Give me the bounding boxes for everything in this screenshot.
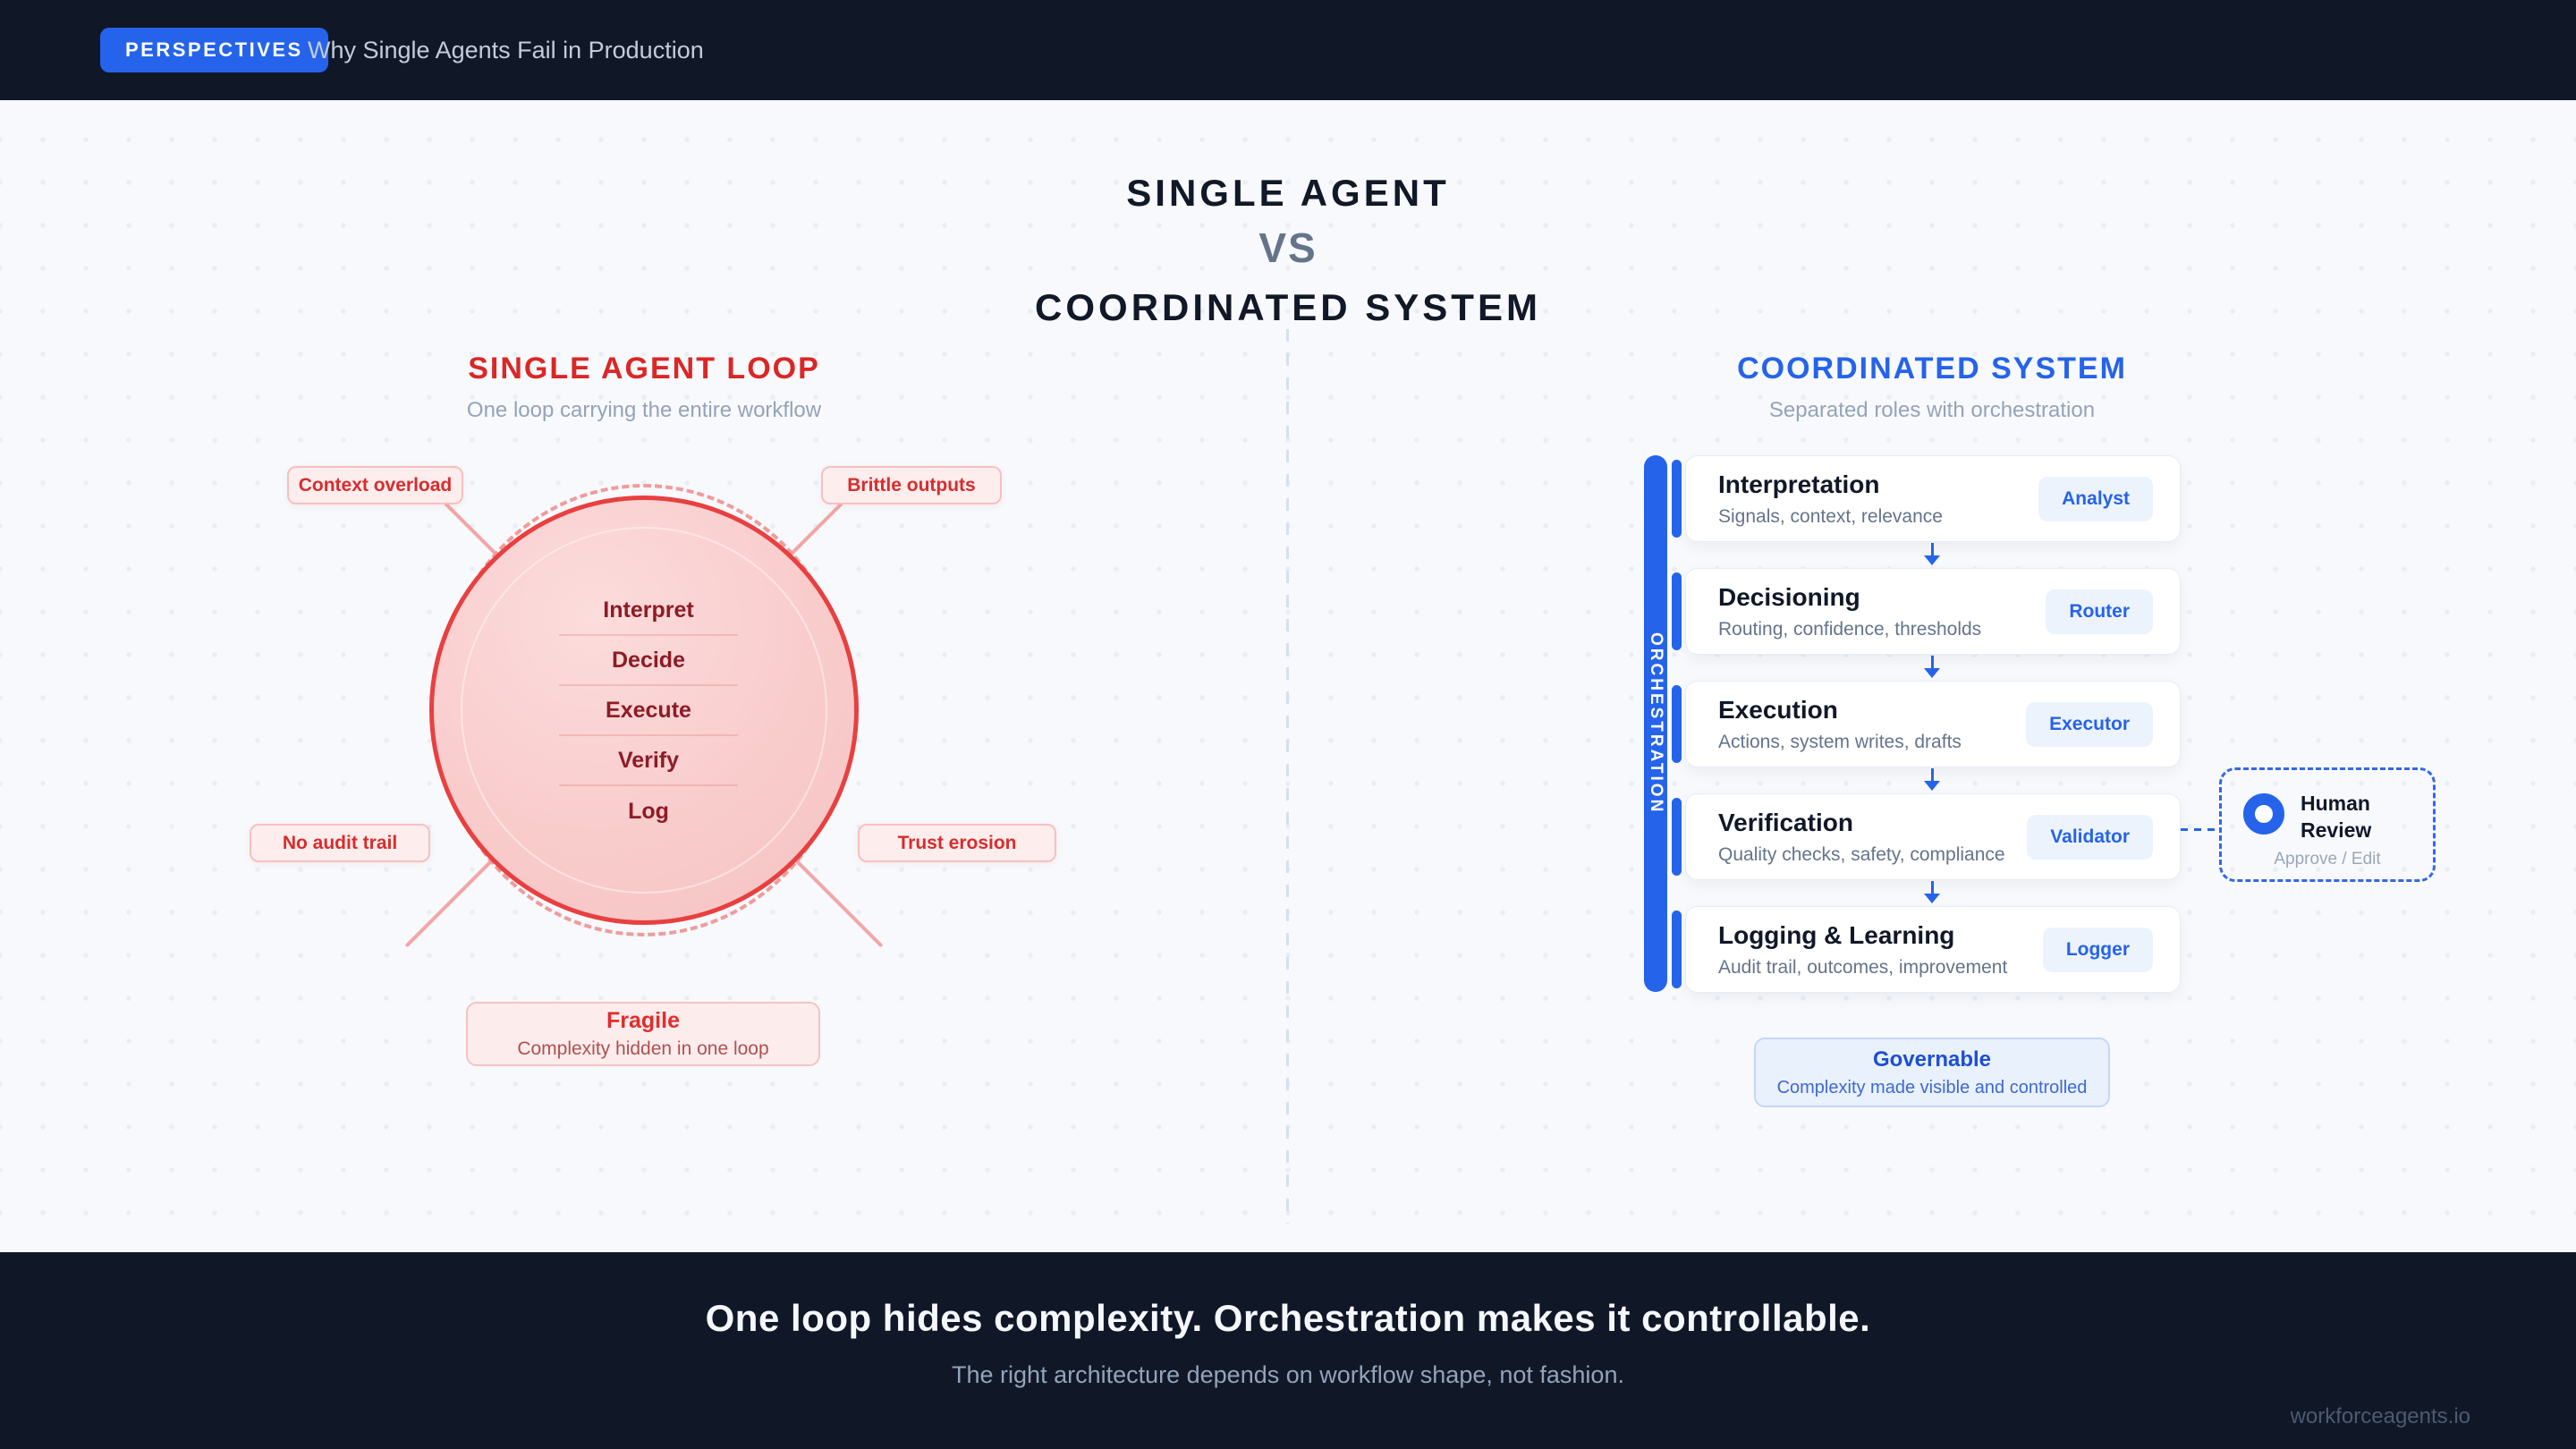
card-accent-bar: [1672, 911, 1682, 988]
human-review-title: Human Review: [2301, 792, 2372, 842]
card-title: Execution: [1718, 695, 1838, 724]
human-review-dashed-connector: [2181, 828, 2220, 831]
left-heading: SINGLE AGENT LOOP: [468, 352, 820, 386]
fragile-title: Fragile: [606, 1008, 680, 1033]
card-subtitle: Actions, system writes, drafts: [1718, 731, 1962, 752]
footer-headline: One loop hides complexity. Orchestration…: [705, 1297, 1871, 1339]
right-heading: COORDINATED SYSTEM: [1737, 352, 2127, 386]
card-title: Logging & Learning: [1718, 920, 1955, 949]
card-accent-bar: [1672, 798, 1682, 876]
pipeline-card-logging: Logging & Learning Audit trail, outcomes…: [1672, 906, 2181, 993]
card-text: Decisioning Routing, confidence, thresho…: [1718, 583, 2046, 640]
card-title: Decisioning: [1718, 582, 1860, 611]
left-column-header: SINGLE AGENT LOOP One loop carrying the …: [331, 352, 957, 423]
footer-bar: One loop hides complexity. Orchestration…: [0, 1252, 2576, 1449]
card-text: Execution Actions, system writes, drafts: [1718, 696, 2026, 753]
hero-vs: VS: [1258, 225, 1318, 271]
single-agent-loop-circle: Interpret Decide Execute Verify Log: [429, 496, 859, 925]
pipeline-card-execution: Execution Actions, system writes, drafts…: [1672, 681, 2181, 767]
card-subtitle: Audit trail, outcomes, improvement: [1718, 956, 2008, 978]
loop-step-interpret: Interpret: [559, 586, 738, 636]
card-text: Verification Quality checks, safety, com…: [1718, 809, 2027, 866]
loop-step-decide: Decide: [559, 636, 738, 686]
loop-step-log: Log: [628, 798, 669, 824]
role-badge-validator: Validator: [2027, 814, 2153, 860]
governable-subtitle: Complexity made visible and controlled: [1776, 1077, 2088, 1097]
human-review-subtitle: Approve / Edit: [2274, 850, 2381, 869]
governable-title: Governable: [1872, 1046, 1992, 1072]
navbar-title: Why Single Agents Fail in Production: [308, 36, 704, 64]
loop-steps-list: Interpret Decide Execute Verify Log: [559, 586, 738, 836]
card-subtitle: Routing, confidence, thresholds: [1718, 618, 1982, 640]
card-accent-bar: [1672, 572, 1682, 650]
flow-arrow-down-icon: [1923, 768, 1941, 792]
pipeline-card-decisioning: Decisioning Routing, confidence, thresho…: [1672, 568, 2181, 655]
flow-arrow-down-icon: [1923, 881, 1941, 904]
role-badge-executor: Executor: [2026, 701, 2153, 747]
loop-step-verify: Verify: [559, 736, 738, 786]
pipeline-card-interpretation: Interpretation Signals, context, relevan…: [1672, 455, 2181, 542]
top-navbar: PERSPECTIVES Why Single Agents Fail in P…: [0, 0, 2576, 100]
loop-inner-ring: [461, 527, 827, 894]
footer-subtitle: The right architecture depends on workfl…: [952, 1361, 1624, 1388]
callout-no-audit-trail: No audit trail: [250, 824, 430, 862]
orchestration-bar: ORCHESTRATION: [1644, 455, 1667, 992]
callout-brittle-outputs: Brittle outputs: [821, 466, 1002, 504]
perspectives-badge[interactable]: PERSPECTIVES: [100, 28, 328, 72]
card-accent-bar: [1672, 460, 1682, 538]
pipeline-card-verification: Verification Quality checks, safety, com…: [1672, 793, 2181, 880]
hero-title-block: SINGLE AGENT VS COORDINATED SYSTEM: [0, 172, 2576, 329]
governable-verdict-box: Governable Complexity made visible and c…: [1754, 1038, 2110, 1107]
role-badge-analyst: Analyst: [2038, 476, 2153, 521]
left-subtitle: One loop carrying the entire workflow: [466, 398, 822, 422]
right-subtitle: Separated roles with orchestration: [1768, 398, 2096, 422]
loop-step-execute: Execute: [559, 686, 738, 736]
human-review-donut-icon: [2243, 793, 2284, 835]
hero-line-1: SINGLE AGENT: [1126, 172, 1450, 214]
role-badge-router: Router: [2046, 589, 2153, 634]
human-review-box: Human Review Approve / Edit: [2219, 767, 2436, 882]
right-column-header: COORDINATED SYSTEM Separated roles with …: [1619, 352, 2245, 423]
fragile-subtitle: Complexity hidden in one loop: [517, 1038, 769, 1059]
callout-context-overload: Context overload: [287, 466, 463, 504]
callout-trust-erosion: Trust erosion: [858, 824, 1056, 862]
role-badge-logger: Logger: [2042, 927, 2153, 972]
card-subtitle: Signals, context, relevance: [1718, 505, 1943, 527]
card-title: Verification: [1718, 808, 1853, 836]
flow-arrow-down-icon: [1923, 543, 1941, 566]
watermark-link[interactable]: workforceagents.io: [2290, 1404, 2470, 1428]
center-divider: [1286, 329, 1289, 1224]
card-text: Interpretation Signals, context, relevan…: [1718, 470, 2038, 528]
card-text: Logging & Learning Audit trail, outcomes…: [1718, 921, 2043, 979]
orchestration-label: ORCHESTRATION: [1647, 632, 1665, 815]
card-accent-bar: [1672, 685, 1682, 763]
fragile-verdict-box: Fragile Complexity hidden in one loop: [466, 1002, 820, 1066]
hero-line-2: COORDINATED SYSTEM: [1035, 286, 1541, 328]
card-subtitle: Quality checks, safety, compliance: [1718, 843, 2005, 865]
card-title: Interpretation: [1718, 470, 1880, 498]
flow-arrow-down-icon: [1923, 656, 1941, 679]
